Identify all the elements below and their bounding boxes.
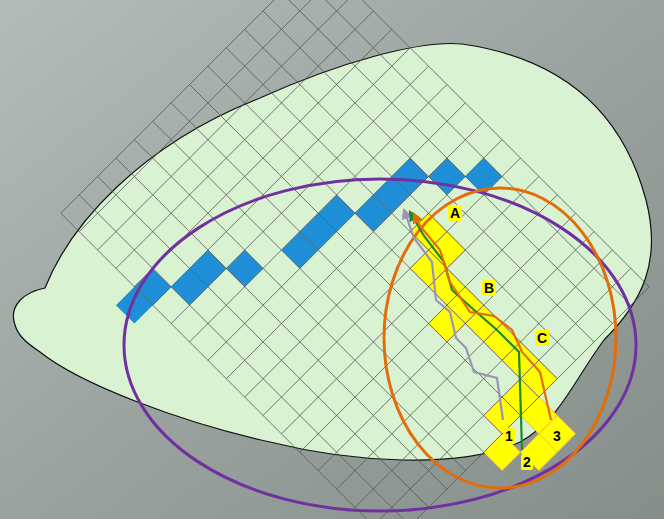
grid-line — [61, 213, 392, 519]
grid-line — [226, 48, 557, 379]
grid-line — [134, 140, 465, 471]
grid-line — [171, 103, 502, 434]
flow-arrows — [404, 210, 551, 450]
orange-ellipse — [384, 188, 616, 488]
grid-line — [373, 268, 630, 519]
purple-ellipse — [124, 179, 636, 511]
stream-cell — [318, 195, 355, 232]
stream-cell — [226, 250, 263, 287]
grid-line — [98, 176, 429, 507]
grid-line — [61, 0, 318, 213]
callout-label: 3 — [551, 428, 563, 444]
flow-path-cell — [539, 415, 576, 452]
catchment-outline — [13, 44, 651, 461]
grid-line — [116, 158, 447, 489]
flow-arrow — [410, 212, 522, 450]
grid-line — [245, 29, 576, 360]
grid — [61, 0, 649, 519]
callout-label: B — [482, 280, 496, 296]
stream-cell — [392, 158, 429, 195]
callout-label: 1 — [503, 428, 515, 444]
stream-cell — [429, 158, 466, 195]
grid-line — [318, 0, 649, 287]
flow-arrow — [414, 214, 551, 420]
callout-label: A — [448, 205, 462, 221]
stream-cell — [190, 250, 227, 287]
grid-line — [300, 0, 631, 305]
grid-line — [79, 195, 410, 519]
grid-line — [263, 11, 594, 342]
grid-line — [208, 66, 539, 397]
callout-label: 2 — [521, 454, 533, 470]
callout-label: C — [535, 330, 549, 346]
